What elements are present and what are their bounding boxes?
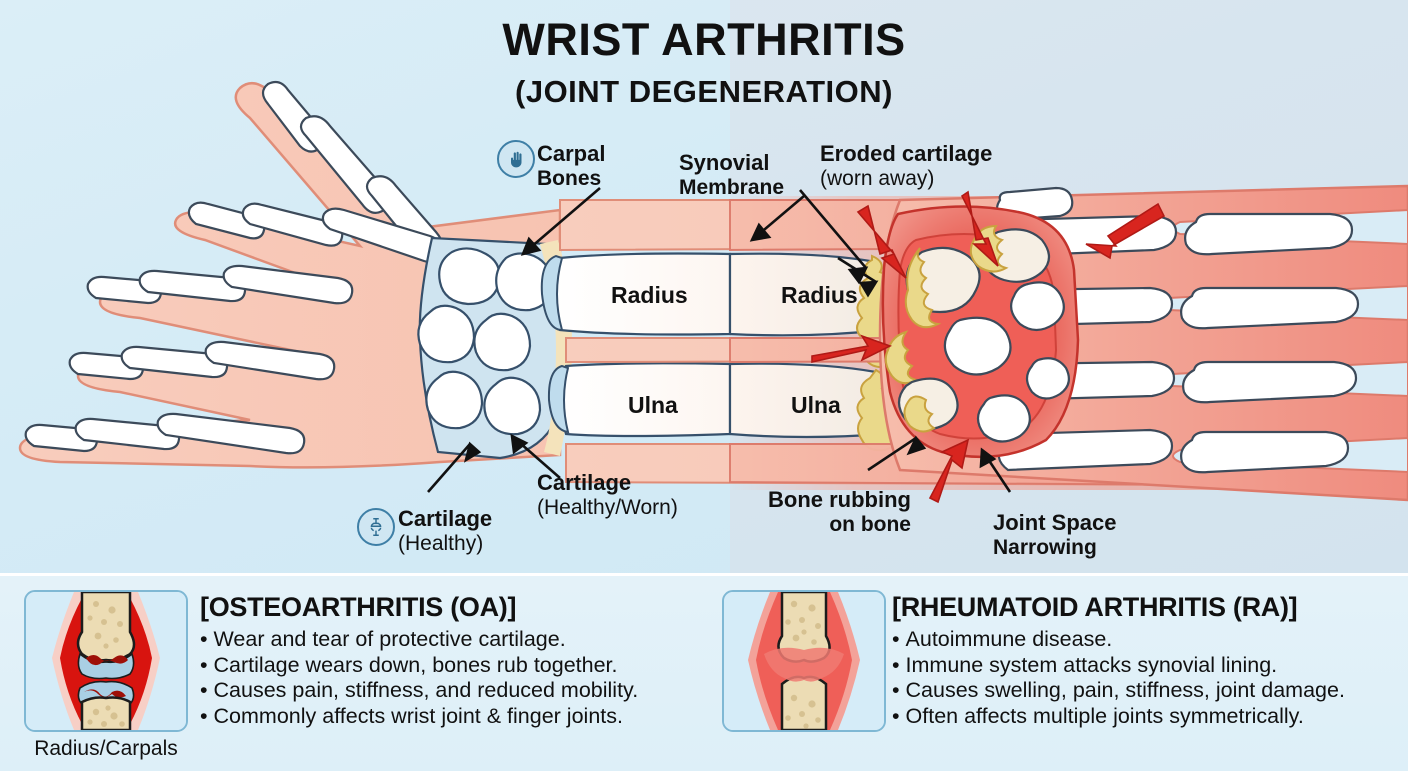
label-carpal-bones: Carpal Bones [537,141,606,190]
label-cartilage-healthy: Cartilage (Healthy) [398,506,493,555]
oa-thumbnail-wrap: Radius/Carpals [24,590,188,761]
label-ulna-diseased: Ulna [791,392,841,418]
list-item: Causes swelling, pain, stiffness, joint … [892,678,1408,704]
label-bone-rubbing: Bone rubbing on bone [768,487,911,536]
label-eroded-cartilage: Eroded cartilage (worn away) [820,141,993,190]
label-ulna-healthy: Ulna [628,392,678,418]
diseased-carpal-bones [881,205,1080,459]
label-radius-healthy: Radius [611,282,688,308]
healthy-forearm [540,252,732,438]
anatomy-drawing [18,80,1408,504]
oa-text-column: [OSTEOARTHRITIS (OA)] Wear and tear of p… [200,592,700,729]
ra-thumbnail-wrap [722,590,886,737]
list-item: Cartilage wears down, bones rub together… [200,653,700,679]
diseased-forearm [728,252,901,452]
ra-title: [RHEUMATOID ARTHRITIS (RA)] [892,592,1298,622]
page-title: WRIST ARTHRITIS [502,14,906,65]
list-item: Causes pain, stiffness, and reduced mobi… [200,678,700,704]
oa-bullet-list: Wear and tear of protective cartilage. C… [200,627,700,729]
hand-icon [497,140,535,178]
label-cartilage-healthy-worn: Cartilage (Healthy/Worn) [537,470,678,519]
list-item: Autoimmune disease. [892,627,1408,653]
list-item: Often affects multiple joints symmetrica… [892,704,1408,730]
list-item: Wear and tear of protective cartilage. [200,627,700,653]
leader-lines [427,187,1012,493]
conditions-strip: Radius/Carpals [OSTEOARTHRITIS (OA)] Wea… [0,573,1408,771]
joint-icon [357,508,395,546]
list-item: Immune system attacks synovial lining. [892,653,1408,679]
ra-bullet-list: Autoimmune disease. Immune system attack… [892,627,1408,729]
label-synovial-membrane: Synovial Membrane [679,150,785,199]
wrist-illustration-panel: WRIST ARTHRITIS (JOINT DEGENERATION) Car… [0,0,1408,573]
page-subtitle: (JOINT DEGENERATION) [515,74,893,109]
ra-joint-thumbnail [722,590,886,732]
condition-block-ra: [RHEUMATOID ARTHRITIS (RA)] Autoimmune d… [704,576,1408,771]
oa-title: [OSTEOARTHRITIS (OA)] [200,592,517,622]
condition-block-oa: Radius/Carpals [OSTEOARTHRITIS (OA)] Wea… [0,576,704,771]
red-arrows [811,190,1166,504]
list-item: Commonly affects wrist joint & finger jo… [200,704,700,730]
label-radius-diseased: Radius [781,282,858,308]
oa-thumbnail-caption: Radius/Carpals [34,737,178,760]
healthy-hand-bones [24,80,445,455]
label-joint-space-narrowing: Joint Space Narrowing [993,510,1117,559]
oa-joint-thumbnail [24,590,188,732]
ra-text-column: [RHEUMATOID ARTHRITIS (RA)] Autoimmune d… [892,592,1408,729]
